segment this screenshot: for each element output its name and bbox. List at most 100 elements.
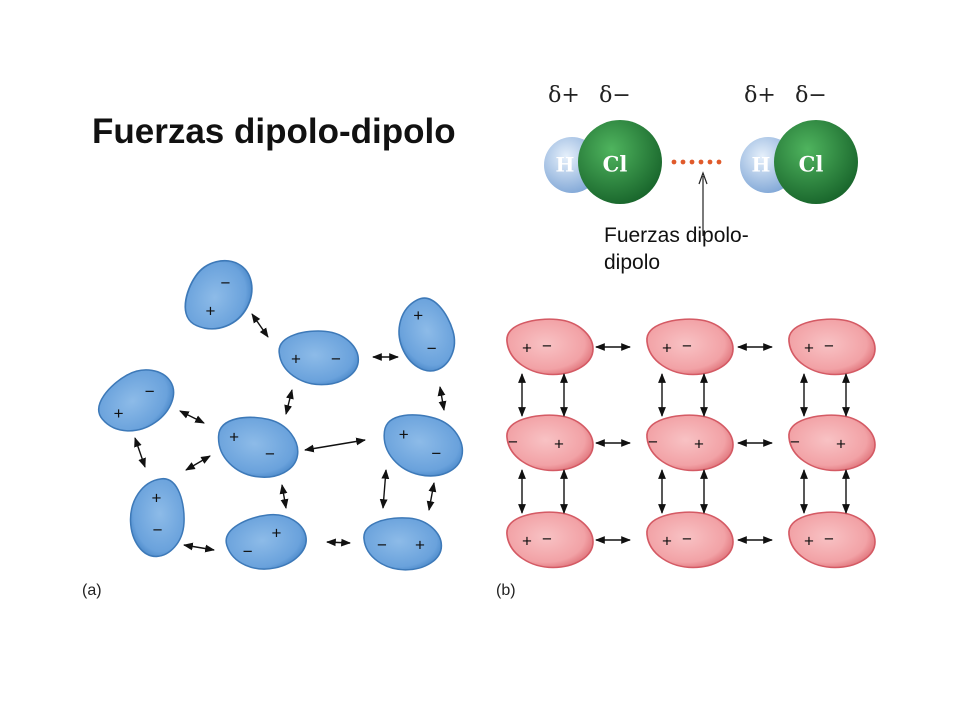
minus-sign: − — [824, 529, 834, 548]
chlorine-atom — [578, 120, 662, 204]
dipole-body — [184, 260, 253, 330]
minus-sign: − — [265, 445, 275, 464]
attraction-dot — [671, 159, 677, 165]
minus-sign: − — [542, 336, 552, 355]
dipole-body — [98, 369, 175, 432]
hydrogen-label: H — [556, 153, 575, 177]
interaction-arrow — [326, 538, 351, 547]
plus-sign: + — [399, 425, 409, 444]
panel-a-dipoles: +−+−+−+−+−+−+−+−+− — [98, 260, 464, 571]
minus-sign: − — [221, 273, 231, 292]
interaction-arrow — [185, 455, 211, 471]
plus-sign: + — [804, 531, 814, 550]
dipole-body — [646, 511, 734, 569]
blue-dipole-7: +− — [129, 478, 185, 558]
callout-line-1: Fuerzas dipolo- — [604, 224, 749, 247]
plus-sign: + — [413, 306, 423, 325]
blue-dipole-2: +− — [278, 330, 360, 386]
dipole-body — [225, 513, 307, 570]
dipole-body — [646, 414, 734, 472]
plus-sign: + — [662, 531, 672, 550]
dipole-body — [788, 414, 876, 472]
delta-plus-label: δ+ — [744, 83, 776, 108]
minus-sign: − — [427, 339, 437, 358]
minus-sign: − — [243, 542, 253, 561]
plus-sign: + — [114, 404, 124, 423]
minus-sign: − — [377, 535, 387, 554]
dipole-body — [646, 318, 734, 376]
dipole-body — [217, 416, 299, 478]
plus-sign: + — [804, 338, 814, 357]
hcl-molecule-first: H Cl δ+ δ− — [544, 83, 662, 204]
attraction-dot — [689, 159, 695, 165]
blue-dipole-8: +− — [225, 513, 307, 570]
plus-sign: + — [836, 434, 846, 453]
minus-sign: − — [790, 432, 800, 451]
minus-sign: − — [153, 520, 163, 539]
dipole-body — [398, 297, 456, 372]
attraction-dot — [698, 159, 704, 165]
plus-sign: + — [415, 535, 425, 554]
interaction-arrow — [284, 389, 294, 415]
plus-sign: + — [229, 427, 239, 446]
delta-plus-label: δ+ — [548, 83, 580, 108]
minus-sign: − — [648, 432, 658, 451]
dipole-body — [129, 478, 185, 558]
plus-sign: + — [206, 302, 216, 321]
blue-dipole-1: +− — [184, 260, 253, 330]
blue-dipole-9: +− — [363, 517, 443, 571]
dipole-body — [506, 511, 594, 569]
interaction-arrow — [279, 484, 289, 509]
dipole-body — [506, 318, 594, 376]
blue-dipole-6: +− — [383, 414, 464, 477]
dipole-body — [506, 414, 594, 472]
callout-line-2: dipolo — [604, 251, 661, 274]
hydrogen-label: H — [752, 153, 771, 177]
attraction-dot — [707, 159, 713, 165]
attraction-dot — [716, 159, 722, 165]
blue-dipole-4: +− — [98, 369, 175, 432]
panel-a-label: (a) — [82, 582, 102, 599]
interaction-arrow — [379, 469, 390, 509]
plus-sign: + — [554, 434, 564, 453]
minus-sign: − — [431, 444, 441, 463]
page-title: Fuerzas dipolo-dipolo — [92, 112, 456, 151]
interaction-arrow — [304, 437, 366, 453]
plus-sign: + — [271, 524, 281, 543]
pink-dipole-r1-c2: +− — [646, 318, 734, 376]
pink-dipole-r1-c1: +− — [506, 318, 594, 376]
dipole-body — [363, 517, 443, 571]
dipole-body — [788, 511, 876, 569]
plus-sign: + — [694, 434, 704, 453]
minus-sign: − — [145, 382, 155, 401]
blue-dipole-3: +− — [398, 297, 456, 372]
minus-sign: − — [682, 336, 692, 355]
panel-b-label: (b) — [496, 582, 516, 599]
minus-sign: − — [508, 432, 518, 451]
interaction-arrow — [183, 542, 215, 553]
interaction-arrow — [251, 313, 269, 338]
plus-sign: + — [291, 349, 301, 368]
pink-dipole-r2-c1: +− — [506, 414, 594, 472]
pink-dipole-r3-c3: +− — [788, 511, 876, 569]
plus-sign: + — [662, 338, 672, 357]
dipole-attraction-dots — [671, 159, 722, 165]
interaction-arrow — [179, 410, 205, 424]
delta-minus-label: δ− — [599, 83, 631, 108]
interaction-arrow — [437, 386, 447, 411]
minus-sign: − — [542, 529, 552, 548]
chlorine-label: Cl — [603, 152, 628, 177]
dipole-body — [278, 330, 360, 386]
pink-dipole-r3-c1: +− — [506, 511, 594, 569]
delta-minus-label: δ− — [795, 83, 827, 108]
pink-dipole-r2-c3: +− — [788, 414, 876, 472]
plus-sign: + — [151, 488, 161, 507]
pink-dipole-r2-c2: +− — [646, 414, 734, 472]
blue-dipole-5: +− — [217, 416, 299, 478]
plus-sign: + — [522, 531, 532, 550]
dipole-body — [788, 318, 876, 376]
minus-sign: − — [824, 336, 834, 355]
